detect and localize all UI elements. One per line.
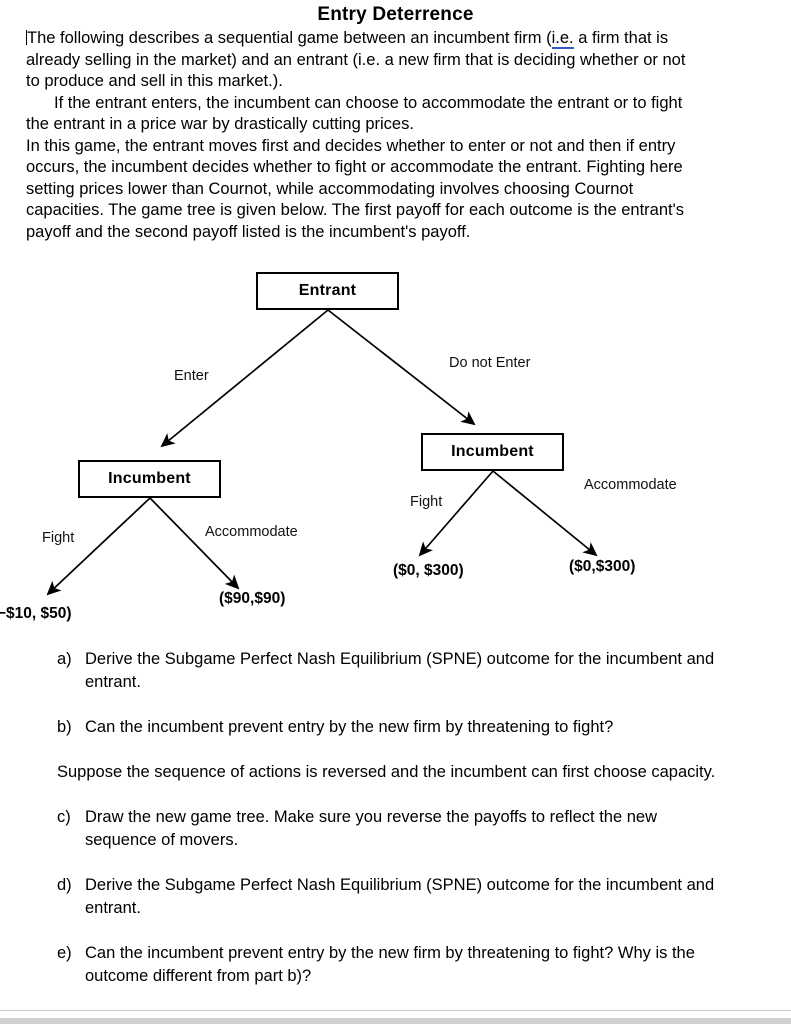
page-bottom-shadow: [0, 1018, 791, 1024]
payoff-not-enter-accommodate: ($0,$300): [569, 558, 636, 575]
question-a-text: Derive the Subgame Perfect Nash Equilibr…: [85, 650, 715, 691]
edge-right-accommodate: [492, 470, 598, 557]
paragraph-1: The following describes a sequential gam…: [26, 28, 696, 93]
question-c: c) Draw the new game tree. Make sure you…: [0, 806, 725, 852]
question-e-marker: e): [57, 944, 72, 962]
question-a-marker: a): [57, 650, 72, 668]
edge-label-enter: Enter: [174, 368, 209, 384]
node-incumbent-right[interactable]: Incumbent: [421, 433, 564, 471]
question-d: d) Derive the Subgame Perfect Nash Equil…: [0, 874, 725, 920]
paragraph-2: If the entrant enters, the incumbent can…: [26, 93, 683, 134]
page-title: Entry Deterrence: [317, 4, 474, 25]
game-tree-figure: Entrant Incumbent Incumbent Enter Do not…: [0, 250, 791, 640]
question-c-marker: c): [57, 808, 71, 826]
paragraph-1-after-link: a firm that is already selling in the ma…: [26, 29, 686, 90]
document-body: The following describes a sequential gam…: [26, 28, 696, 243]
edge-label-left-fight: Fight: [42, 530, 75, 546]
node-incumbent-left[interactable]: Incumbent: [78, 460, 221, 498]
payoff-enter-fight: −$10, $50): [0, 605, 72, 622]
question-b-text: Can the incumbent prevent entry by the n…: [85, 718, 614, 736]
edge-label-left-accommodate: Accommodate: [205, 524, 298, 540]
edge-enter: [160, 309, 329, 448]
paragraph-1-before-link: The following describes a sequential gam…: [27, 29, 552, 47]
text-caret: [26, 30, 27, 45]
question-a: a) Derive the Subgame Perfect Nash Equil…: [0, 648, 725, 694]
payoff-not-enter-fight: ($0, $300): [393, 562, 464, 579]
questions-list: a) Derive the Subgame Perfect Nash Equil…: [0, 648, 791, 1010]
payoff-enter-accommodate: ($90,$90): [219, 590, 286, 607]
edge-label-right-accommodate: Accommodate: [584, 477, 677, 493]
question-b: b) Can the incumbent prevent entry by th…: [0, 716, 725, 739]
question-e: e) Can the incumbent prevent entry by th…: [0, 942, 725, 988]
grammar-flagged-text[interactable]: i.e.: [551, 29, 574, 49]
node-entrant[interactable]: Entrant: [256, 272, 399, 310]
questions-interlude: Suppose the sequence of actions is rever…: [57, 763, 716, 781]
question-c-text: Draw the new game tree. Make sure you re…: [85, 808, 657, 849]
game-tree-edges: [46, 309, 598, 596]
paragraph-3: In this game, the entrant moves first an…: [26, 136, 685, 241]
edge-label-do-not-enter: Do not Enter: [449, 355, 531, 371]
edge-left-fight: [46, 497, 151, 596]
edge-do-not-enter: [327, 309, 476, 426]
edge-label-right-fight: Fight: [410, 494, 443, 510]
question-b-marker: b): [57, 718, 72, 736]
question-e-text: Can the incumbent prevent entry by the n…: [85, 944, 695, 985]
question-d-text: Derive the Subgame Perfect Nash Equilibr…: [85, 876, 715, 917]
edge-right-fight: [418, 470, 494, 557]
question-d-marker: d): [57, 876, 72, 894]
edge-left-accommodate: [149, 497, 240, 590]
